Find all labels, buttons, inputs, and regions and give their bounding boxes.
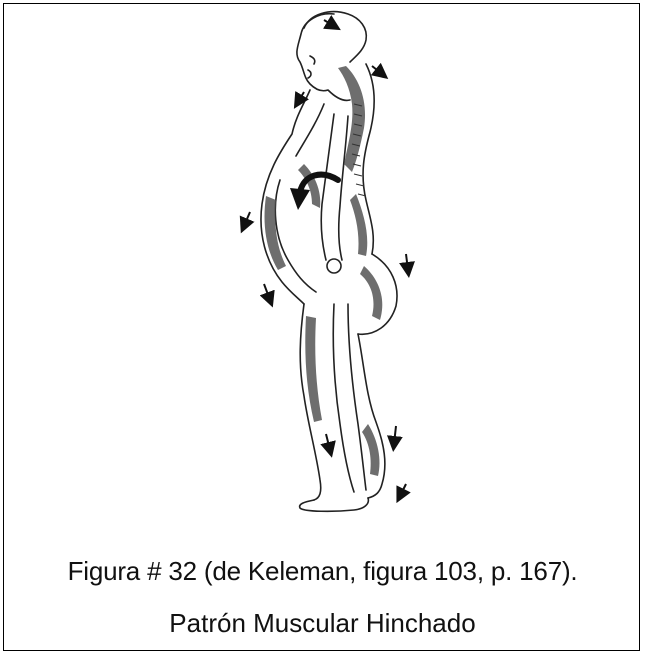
figure-caption: Figura # 32 (de Keleman, figura 103, p. … [4,556,641,587]
hair-outline [304,12,366,62]
arm-outline [321,114,334,260]
foot-outline [300,498,369,511]
figure-frame: Figura # 32 (de Keleman, figura 103, p. … [3,3,640,651]
body-illustration-icon [4,4,641,534]
figure-subtitle: Patrón Muscular Hinchado [4,608,641,639]
